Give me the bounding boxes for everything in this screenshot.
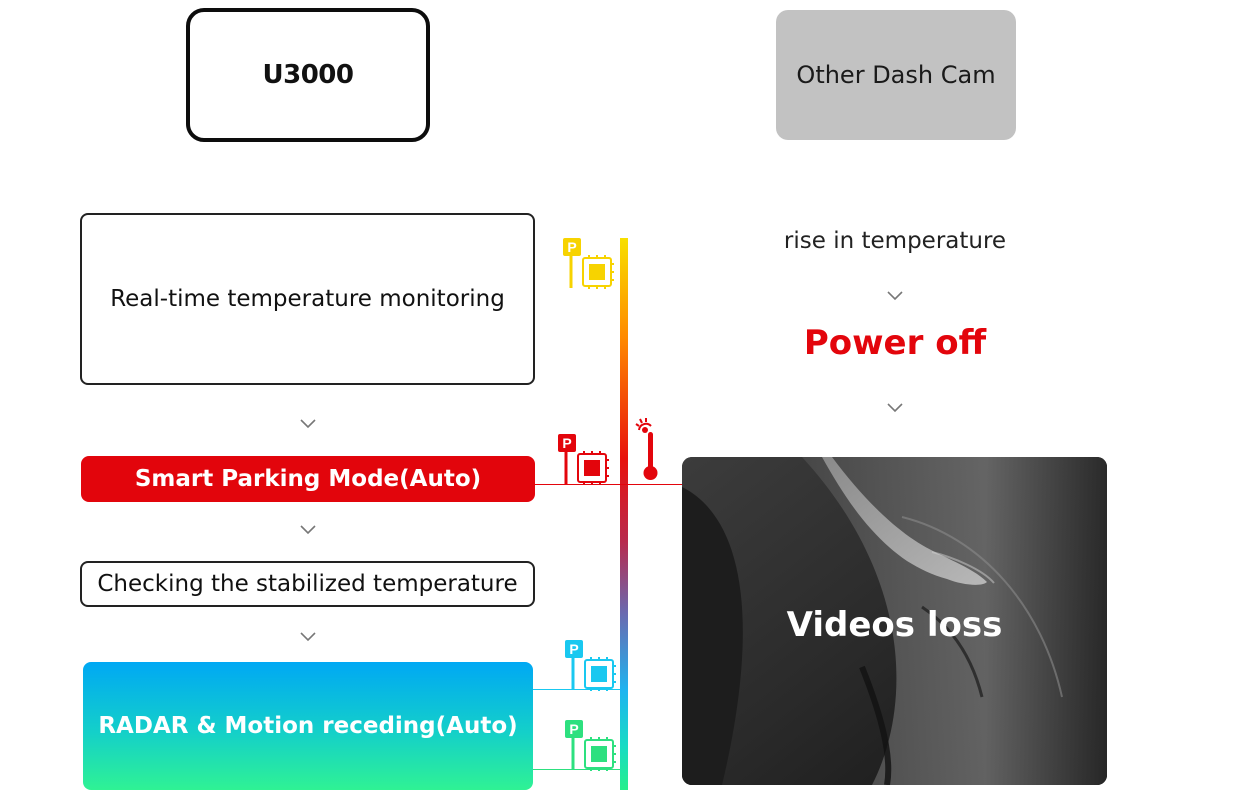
- rise-in-temperature-text: rise in temperature: [783, 228, 1007, 254]
- chevron-down-icon: [887, 291, 903, 301]
- chevron-down-icon: [300, 419, 316, 429]
- power-off-text: Power off: [803, 323, 987, 363]
- chevron-down-icon: [300, 525, 316, 535]
- other-dash-cam-title: Other Dash Cam: [796, 61, 996, 89]
- svg-text:P: P: [567, 239, 576, 255]
- connector-line-red: [535, 484, 682, 485]
- step-label: RADAR & Motion receding(Auto): [98, 713, 518, 739]
- u3000-title: U3000: [262, 60, 354, 90]
- step-label: Smart Parking Mode(Auto): [134, 466, 482, 492]
- svg-text:P: P: [562, 435, 571, 451]
- step-radar-motion-receding: RADAR & Motion receding(Auto): [83, 662, 533, 790]
- other-dash-cam-header: Other Dash Cam: [776, 10, 1016, 140]
- thermometer-icon: [635, 418, 658, 480]
- parking-chip-yellow-icon: P: [563, 238, 614, 289]
- step-label: Real-time temperature monitoring: [110, 286, 505, 312]
- u3000-header: U3000: [186, 8, 430, 142]
- chevron-down-icon: [300, 632, 316, 642]
- temperature-gradient-bar: [620, 238, 628, 790]
- svg-text:P: P: [569, 721, 578, 737]
- step-label: Checking the stabilized temperature: [97, 571, 518, 597]
- parking-chip-green-icon: P: [565, 720, 616, 771]
- connector-line-blue: [533, 689, 620, 690]
- parking-chip-red-icon: P: [558, 434, 609, 485]
- videos-loss-panel: Videos loss: [682, 457, 1107, 785]
- step-smart-parking-mode: Smart Parking Mode(Auto): [81, 456, 535, 502]
- svg-text:P: P: [569, 641, 578, 657]
- videos-loss-label: Videos loss: [786, 605, 1003, 645]
- step-checking-temperature: Checking the stabilized temperature: [80, 561, 535, 607]
- parking-chip-blue-icon: P: [565, 640, 616, 691]
- step-temperature-monitoring: Real-time temperature monitoring: [80, 213, 535, 385]
- chevron-down-icon: [887, 403, 903, 413]
- car-damage-photo: [682, 457, 1107, 785]
- connector-line-green: [533, 769, 620, 770]
